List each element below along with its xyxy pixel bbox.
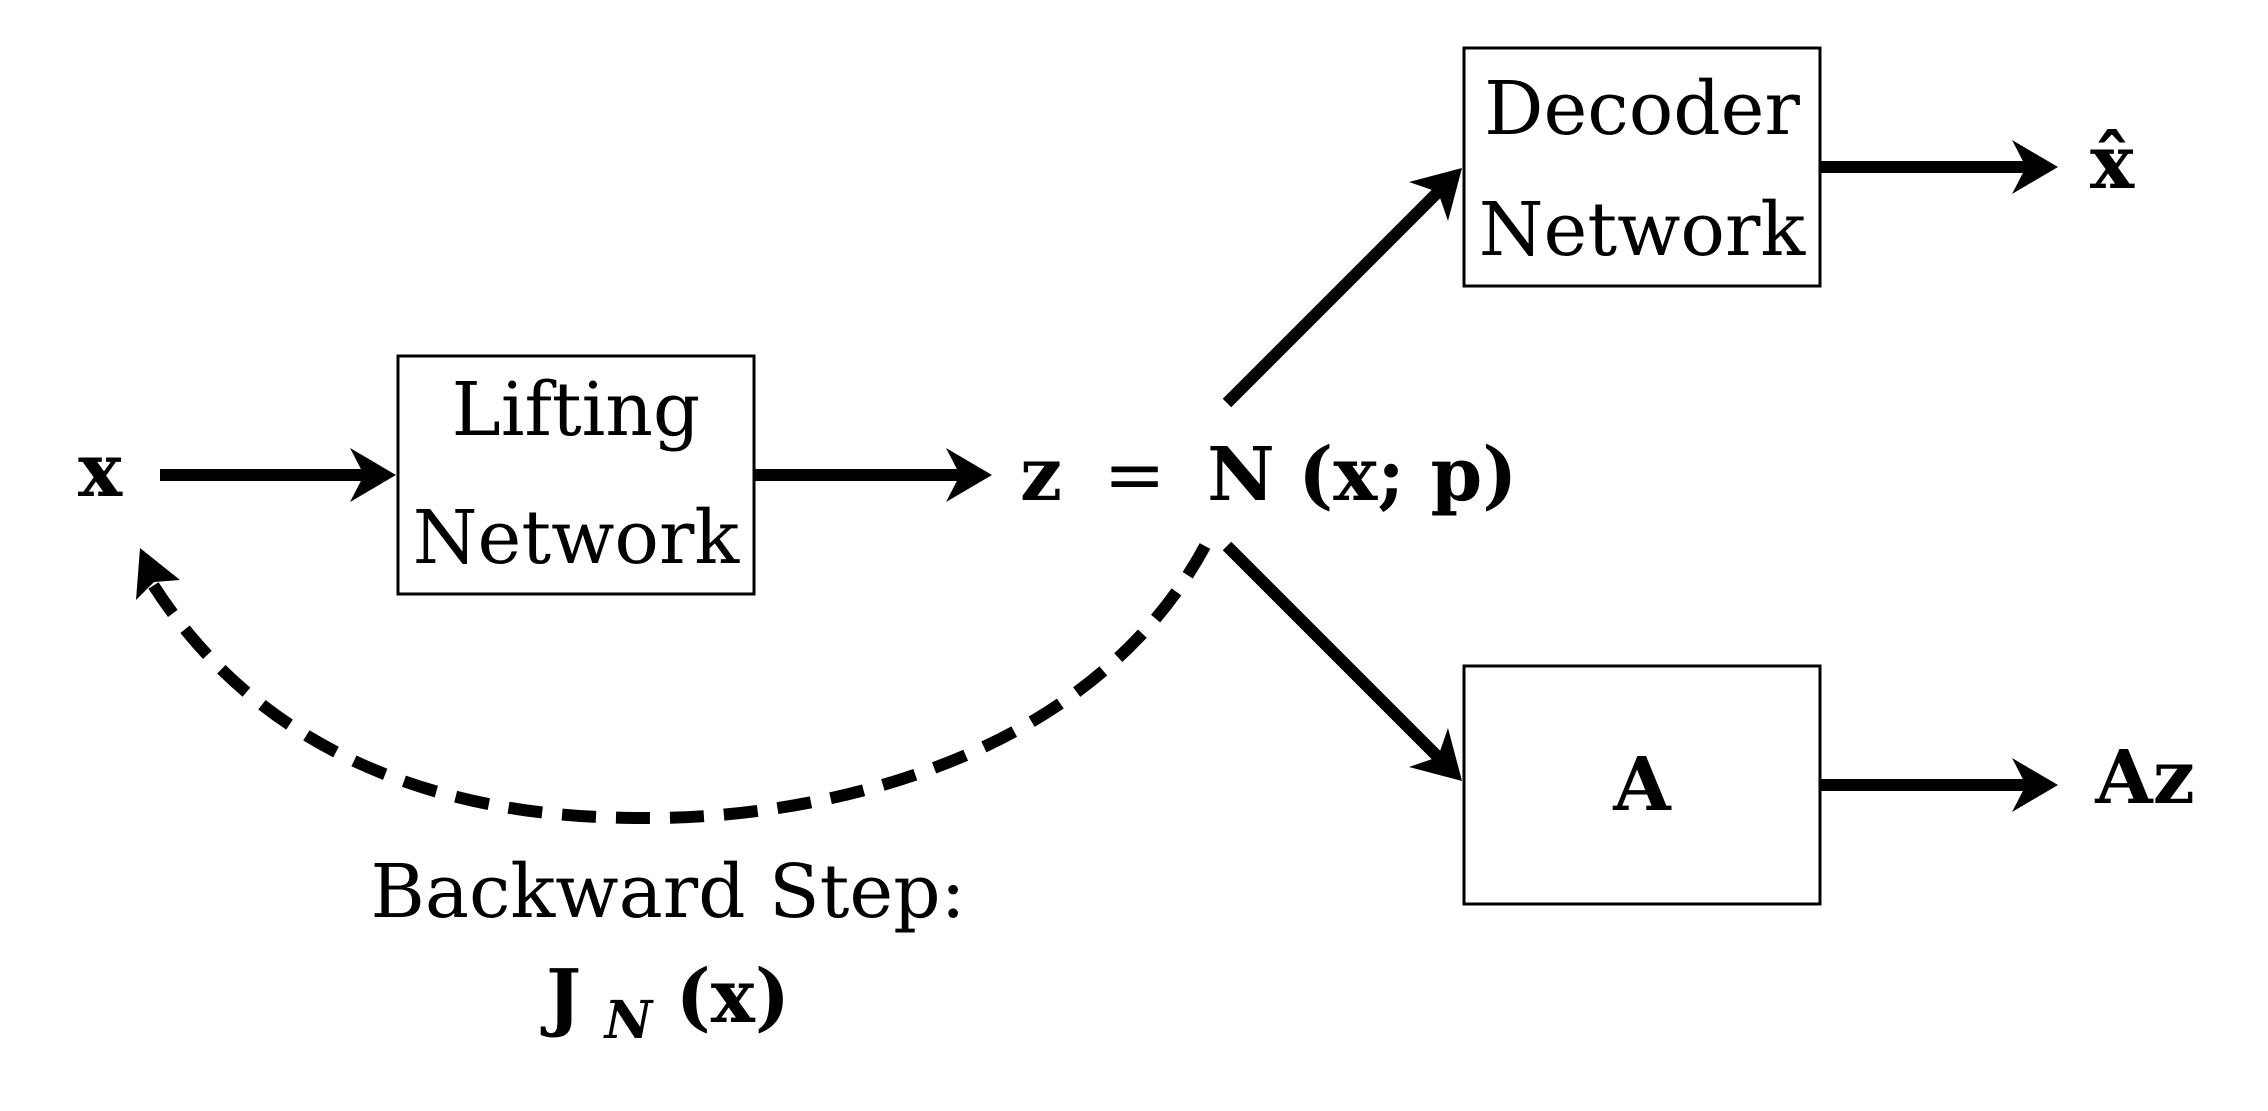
jacobian-args: (x) (676, 954, 790, 1040)
jacobian-subscript-N: N (603, 990, 655, 1051)
arrow-lifting-to-latent (754, 448, 992, 502)
latent-args: (x; p) (1298, 432, 1517, 518)
arrow-latent-to-operator (1222, 541, 1462, 781)
decoder-output-label: x̂ (2090, 120, 2135, 206)
arrow-input-to-lifting (160, 448, 396, 502)
backward-jacobian: J N (x) (540, 954, 790, 1056)
decoder-network-box: Decoder Network (1462, 46, 1822, 288)
svg-text:z = N (x; p): z = N (x; p) (1020, 432, 1517, 518)
decoder-network-line2: Network (1479, 187, 1807, 273)
lifting-network-box: Lifting Network (396, 354, 756, 596)
arrow-operator-to-output (1820, 758, 2058, 812)
backward-step-arrow (136, 543, 1211, 825)
lifting-network-line2: Network (413, 495, 741, 581)
input-x-label: x (78, 428, 123, 514)
operator-A-box: A (1462, 664, 1822, 906)
svg-text:J N (x): J N (x) (540, 954, 790, 1056)
latent-expression: z = N (x; p) (1020, 432, 1517, 518)
operator-A-label: A (1612, 742, 1672, 828)
lifting-network-line1: Lifting (452, 367, 701, 453)
backward-step-caption: Backward Step: (370, 849, 965, 935)
latent-N: N (1207, 432, 1275, 518)
arrow-decoder-to-output (1820, 140, 2058, 194)
operator-output-label: Az (2094, 735, 2194, 821)
latent-z: z (1020, 432, 1062, 518)
arrow-latent-to-decoder (1222, 168, 1462, 408)
decoder-network-line1: Decoder (1484, 66, 1800, 152)
latent-equals: = (1104, 432, 1166, 518)
jacobian-J: J (540, 954, 581, 1040)
